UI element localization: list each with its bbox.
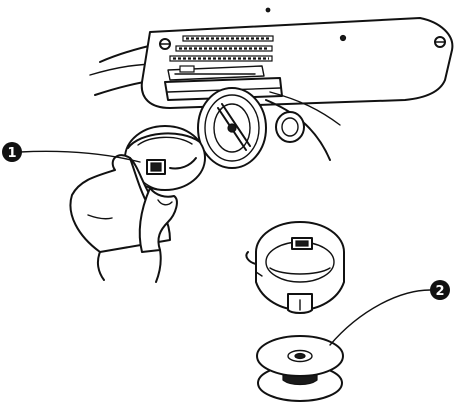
needle-hole xyxy=(265,7,271,13)
callout-1: 1 xyxy=(2,142,141,163)
callout-1-number: 1 xyxy=(7,146,16,161)
hand-with-bobbin-case xyxy=(69,125,206,283)
bobbin-case-detail xyxy=(245,221,345,314)
callout-2: 2 xyxy=(329,280,450,346)
plate-screw-right xyxy=(434,36,446,48)
seam-guide-markings xyxy=(169,35,274,62)
bobbin xyxy=(256,335,344,402)
plate-screw-left xyxy=(159,38,171,50)
bobbin-hook-assembly xyxy=(164,77,341,169)
hook-knob xyxy=(275,111,305,143)
callout-2-number: 2 xyxy=(435,284,444,299)
